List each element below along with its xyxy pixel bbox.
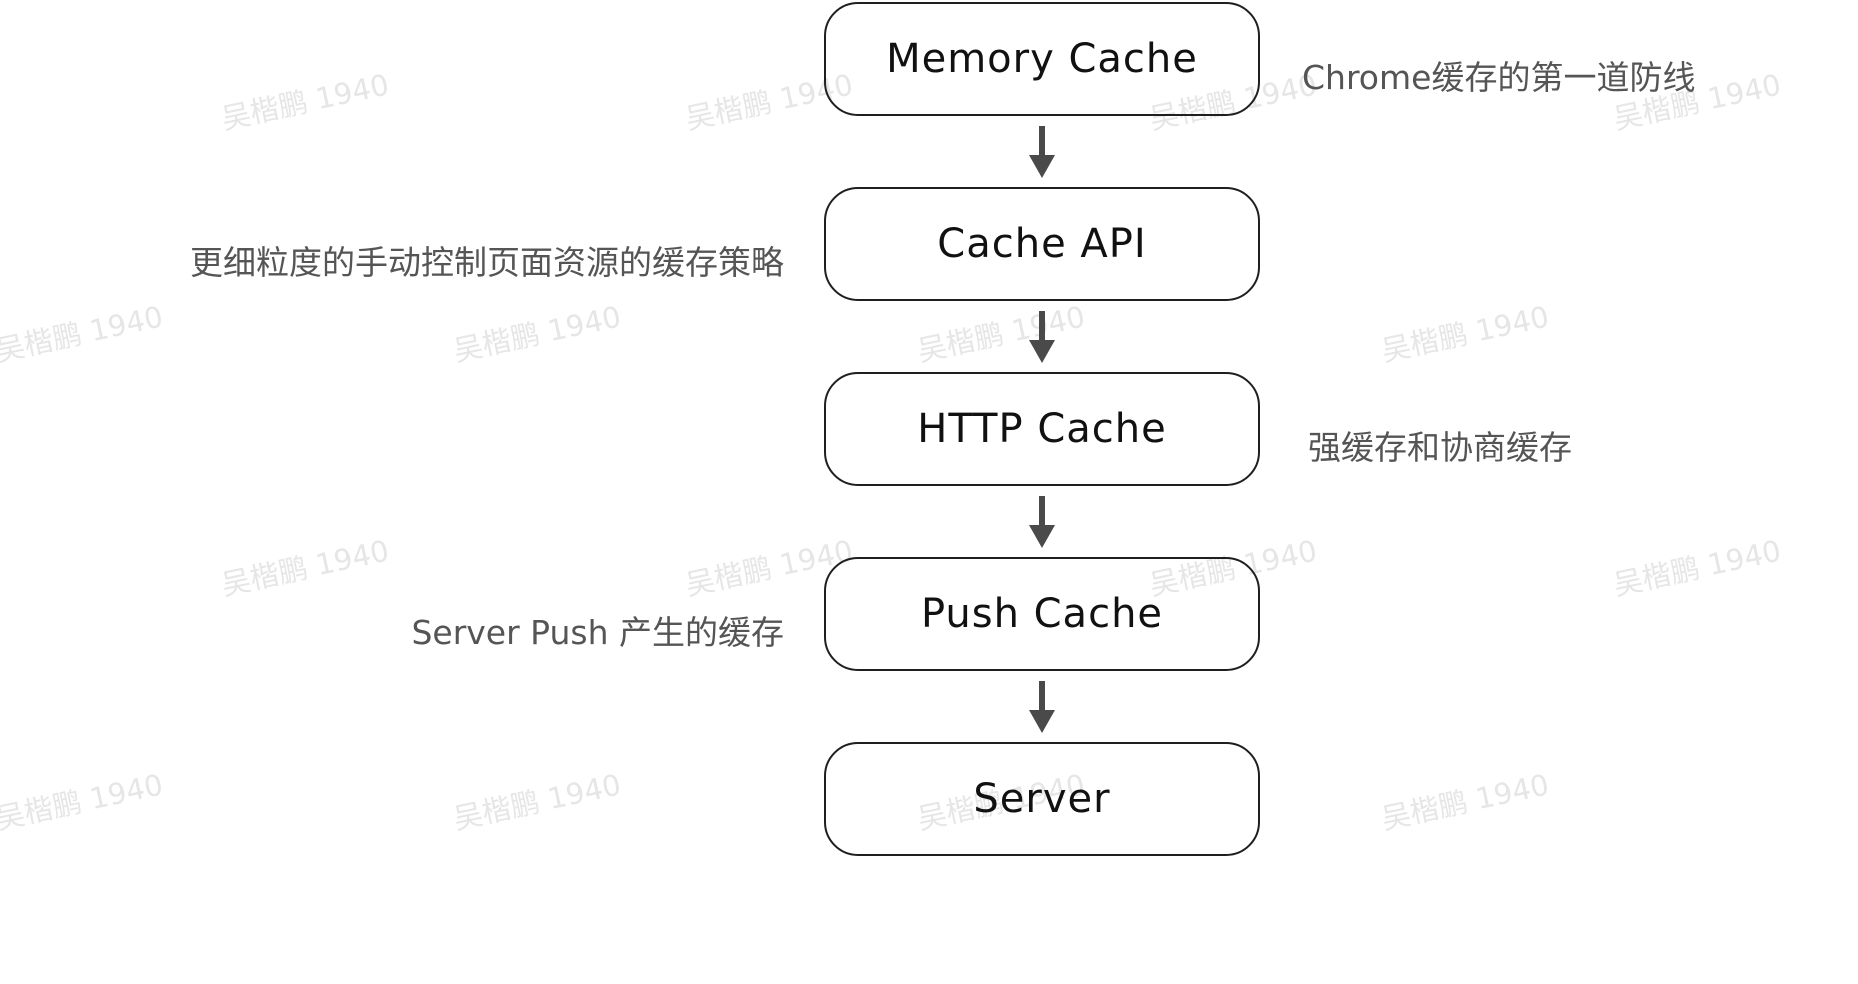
node-cache-api: Cache API xyxy=(824,187,1260,301)
annotation-cache-api: 更细粒度的手动控制页面资源的缓存策略 xyxy=(190,243,784,282)
annotation-http-cache: 强缓存和协商缓存 xyxy=(1308,428,1572,467)
node-memory-cache: Memory Cache xyxy=(824,2,1260,116)
edge-push-to-server xyxy=(1029,681,1055,733)
edge-memory-to-cacheapi xyxy=(1029,126,1055,178)
node-http-cache: HTTP Cache xyxy=(824,372,1260,486)
node-push-cache: Push Cache xyxy=(824,557,1260,671)
node-server: Server xyxy=(824,742,1260,856)
annotation-memory-cache: Chrome缓存的第一道防线 xyxy=(1302,58,1696,97)
edge-cacheapi-to-http xyxy=(1029,311,1055,363)
edge-http-to-push xyxy=(1029,496,1055,548)
annotation-push-cache: Server Push 产生的缓存 xyxy=(411,613,784,652)
